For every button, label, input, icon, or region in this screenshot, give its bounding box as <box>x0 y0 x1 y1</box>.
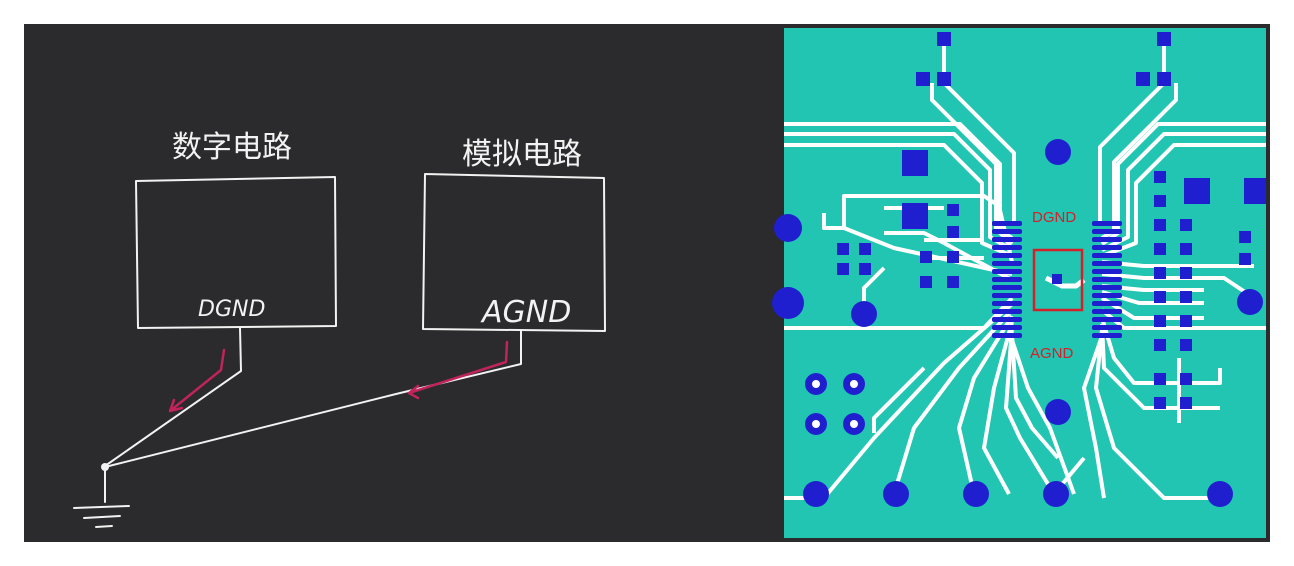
digital-current-arrow <box>168 348 226 413</box>
digital-circuit-title: 数字电路 <box>172 130 292 165</box>
analog-current-arrow <box>407 340 509 400</box>
ic-left-pins <box>992 221 1022 338</box>
analog-ground-label: AGND <box>480 295 571 330</box>
smd-pads <box>837 32 1266 409</box>
analog-circuit-title: 模拟电路 <box>462 137 582 172</box>
pcb-board <box>784 28 1266 538</box>
analog-ground-wire <box>104 329 522 468</box>
ground-tie-pad <box>1052 274 1062 284</box>
canvas-frame: 数字电路 模拟电路 DGND AGND <box>24 24 1270 542</box>
pcb-dgnd-label: DGND <box>1032 209 1076 226</box>
pcb-layout: DGND AGND <box>772 28 1266 538</box>
ground-sketch: 数字电路 模拟电路 DGND AGND <box>73 130 606 528</box>
ground-tie-highlight <box>1032 248 1084 312</box>
illustration: 数字电路 模拟电路 DGND AGND <box>73 28 1266 538</box>
pcb-agnd-label: AGND <box>1030 345 1074 362</box>
via-holes <box>812 380 858 428</box>
digital-ground-label: DGND <box>198 297 265 322</box>
digital-ground-wire <box>104 327 242 467</box>
analog-circuit-box <box>422 173 606 332</box>
ic-right-pins <box>1092 221 1122 338</box>
digital-circuit-box <box>135 176 337 329</box>
earth-symbol <box>73 505 130 528</box>
